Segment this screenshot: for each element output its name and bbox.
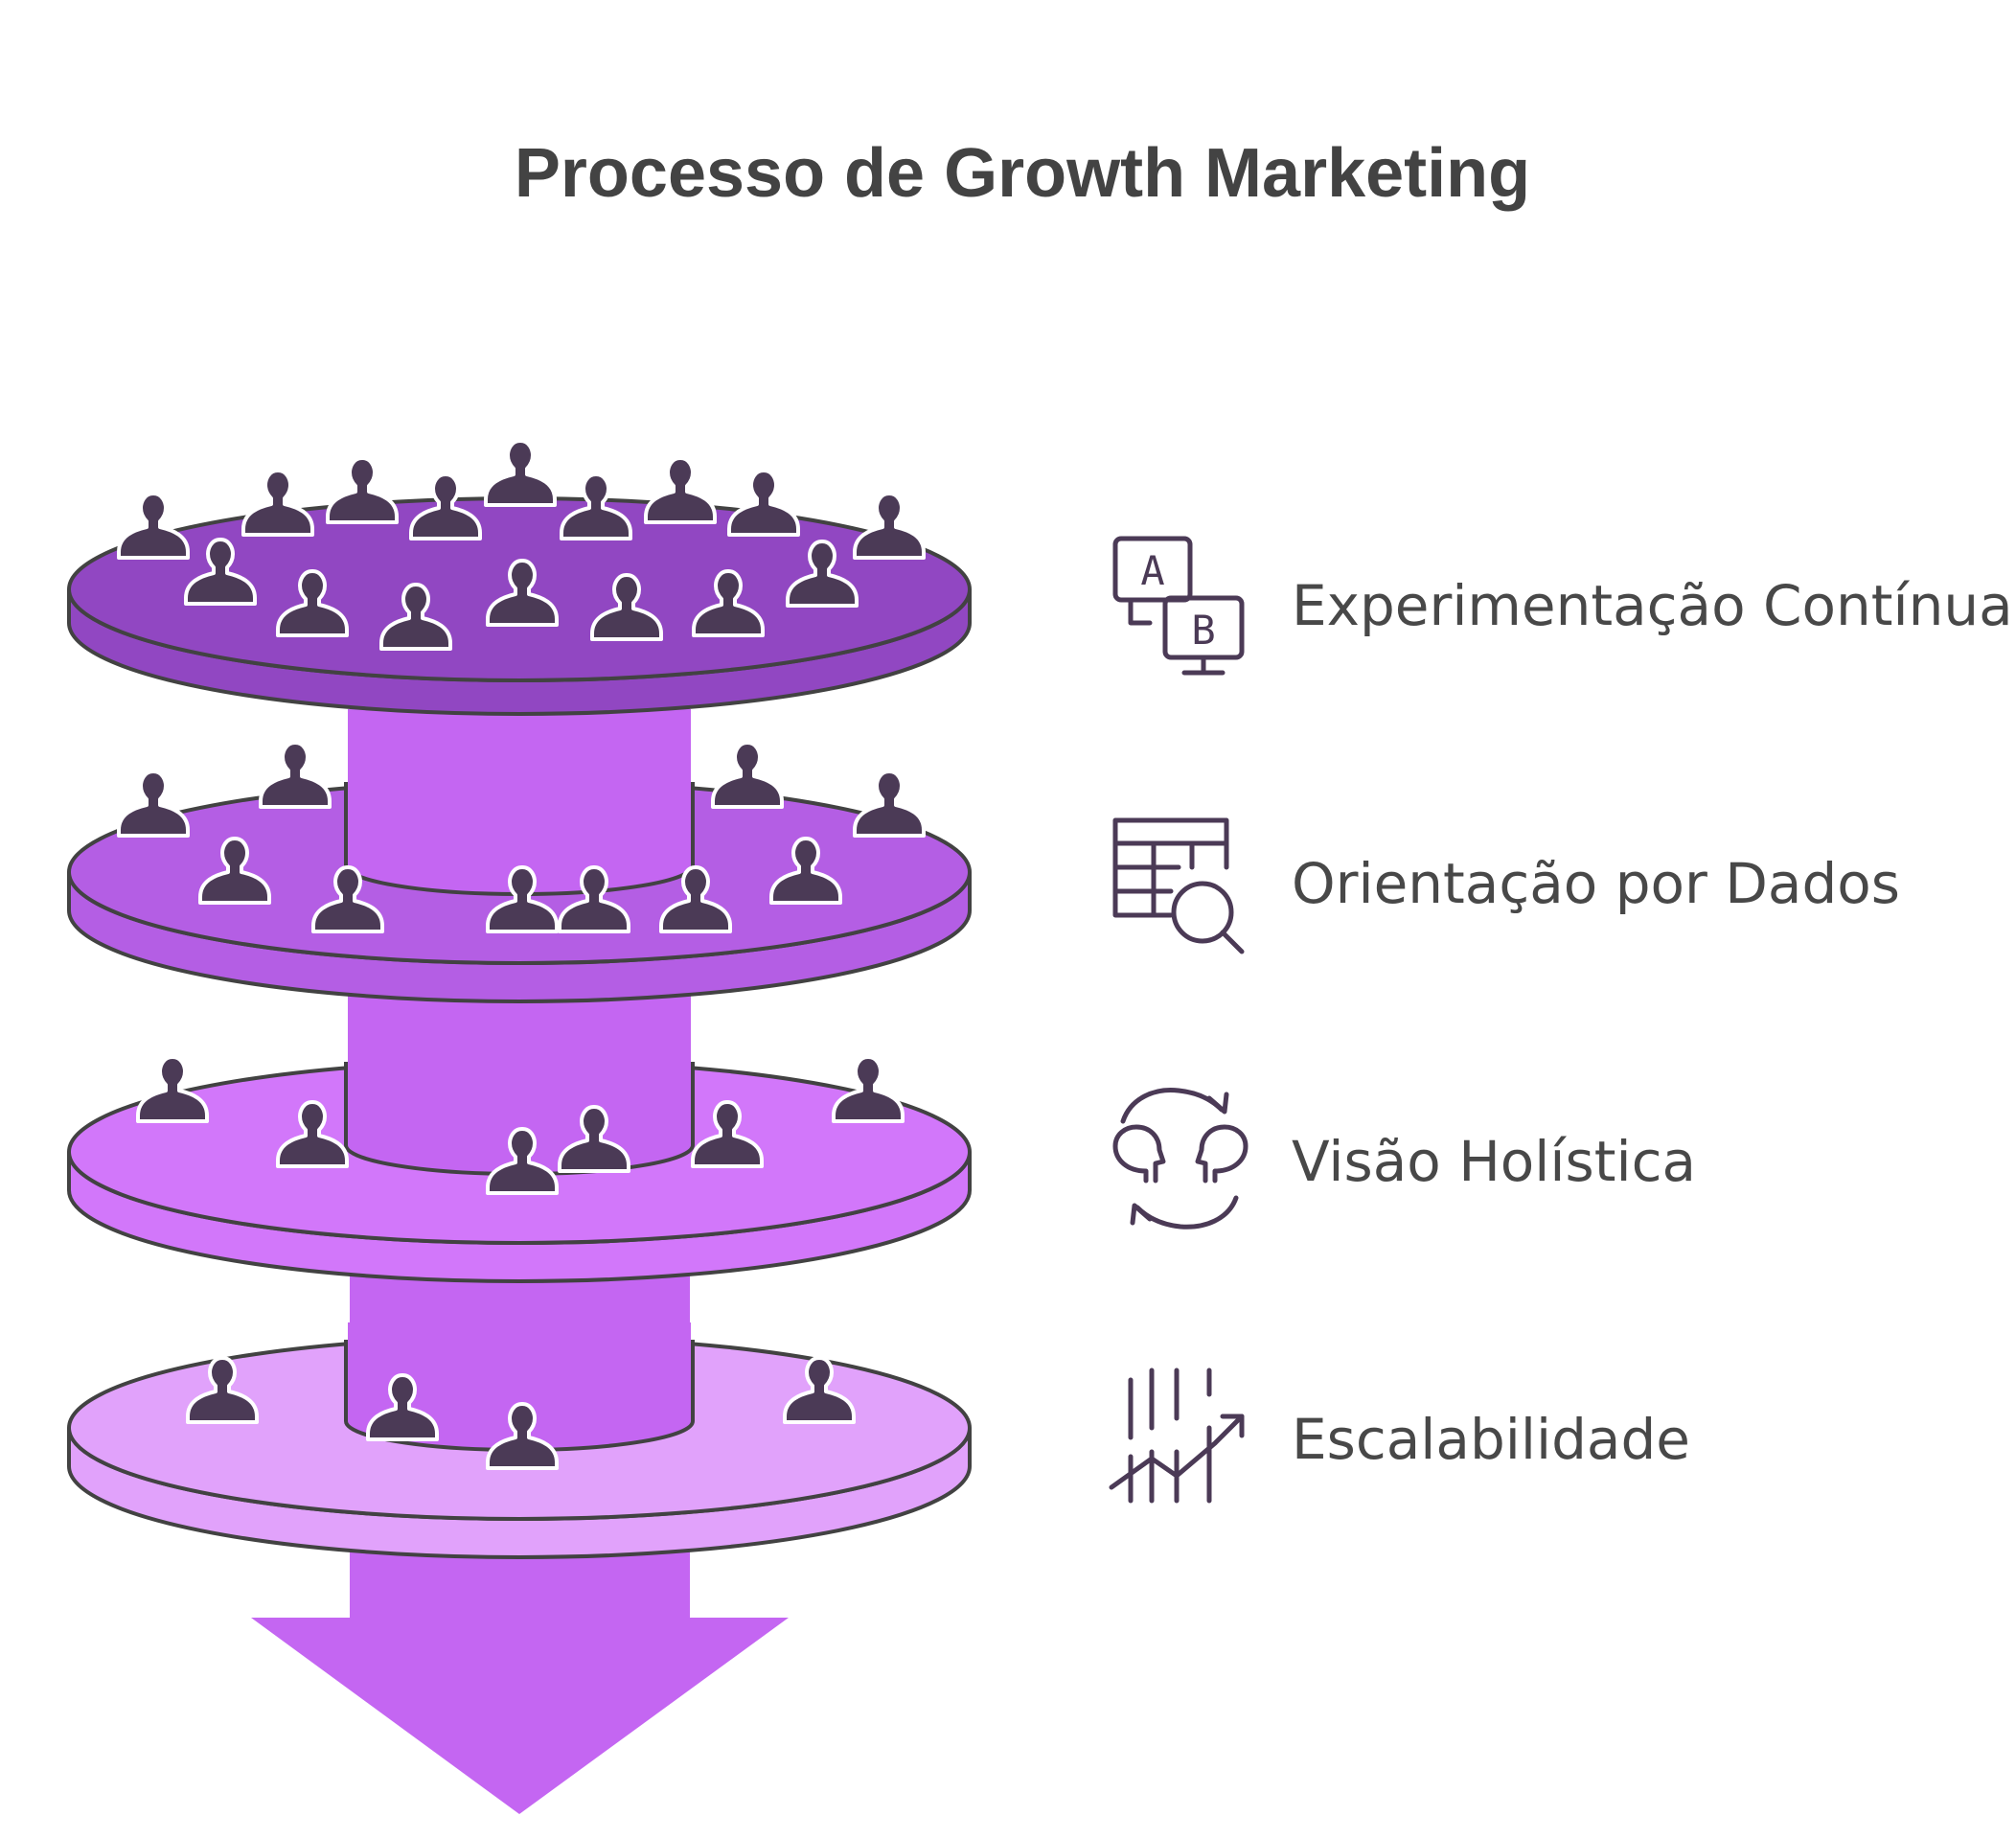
tier-4-disc	[66, 1322, 973, 1559]
person-icon	[259, 741, 332, 809]
person-icon	[117, 770, 190, 838]
person-icon	[727, 469, 800, 537]
person-icon	[326, 456, 399, 524]
growth-chart-icon	[1109, 1368, 1245, 1504]
ab-test-icon: A B	[1112, 536, 1245, 676]
tier-3-label: Visão Holística	[1292, 1129, 1697, 1194]
person-icon	[711, 741, 784, 809]
tier-3-disc	[66, 987, 973, 1283]
ab-test-icon-b: B	[1191, 607, 1215, 654]
tier-2-label: Orientação por Dados	[1292, 851, 1900, 916]
tier-4-label: Escalabilidade	[1292, 1407, 1690, 1472]
data-table-search-icon	[1112, 817, 1245, 954]
ab-test-icon-a: A	[1140, 547, 1164, 594]
person-icon	[644, 456, 717, 524]
person-icon	[484, 439, 557, 507]
person-icon	[853, 770, 926, 838]
person-icon	[117, 492, 190, 560]
person-icon	[241, 469, 314, 537]
tier-1-label: Experimentação Contínua	[1292, 573, 2013, 638]
tier-1-disc	[66, 439, 973, 716]
diagram-title: Processo de Growth Marketing	[514, 135, 1531, 212]
tier-2-disc	[66, 709, 973, 1003]
person-icon	[853, 492, 926, 560]
heads-cycle-icon	[1112, 1088, 1249, 1230]
